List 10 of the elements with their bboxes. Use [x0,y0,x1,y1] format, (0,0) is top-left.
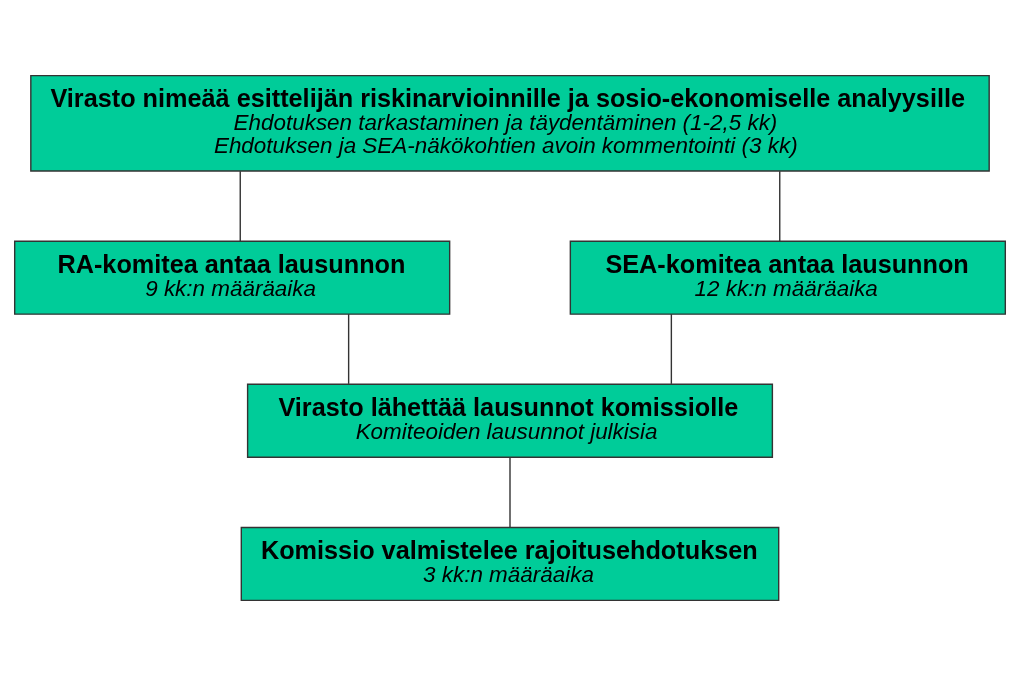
node-box: RA-komitea antaa lausunnon 9 kk:n määräaika [13,240,450,315]
node-box: SEA-komitea antaa lausunnon 12 kk:n määräaika [569,240,1006,315]
connector [778,170,780,242]
connector [347,312,349,385]
node-box: Virasto nimeää esittelijän riskinarvioinnille ja sosio-ekonomiselle analyysille Ehdotuksen tarkastaminen ja täydentäminen (1-2,5 kk) Ehdotuksen ja SEA-näkökohtien avoin kommentointi (3 kk) [29,74,990,172]
connector [508,456,511,528]
node-box: Virasto lähettää lausunnot komissiolle Komiteoiden lausunnot julkisia [246,383,773,458]
connector [239,170,241,242]
connector [670,312,672,385]
node-box: Komissio valmistelee rajoitusehdotuksen 3 kk:n määräaika [240,526,779,601]
